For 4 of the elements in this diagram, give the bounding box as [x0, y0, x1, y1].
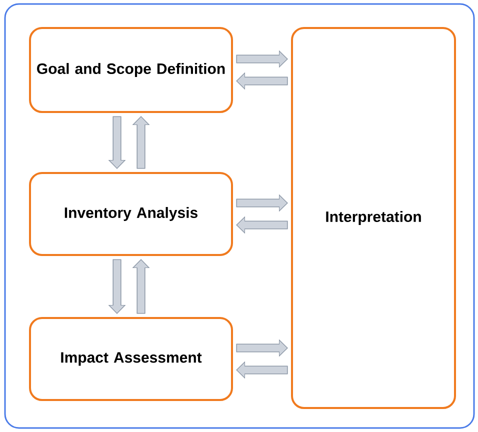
stage-box: Inventory Analysis — [29, 172, 233, 256]
stage-box: Goal and Scope Definition — [29, 27, 233, 113]
stage-box: Interpretation — [291, 27, 456, 409]
stage-box: Impact Assessment — [29, 317, 233, 401]
